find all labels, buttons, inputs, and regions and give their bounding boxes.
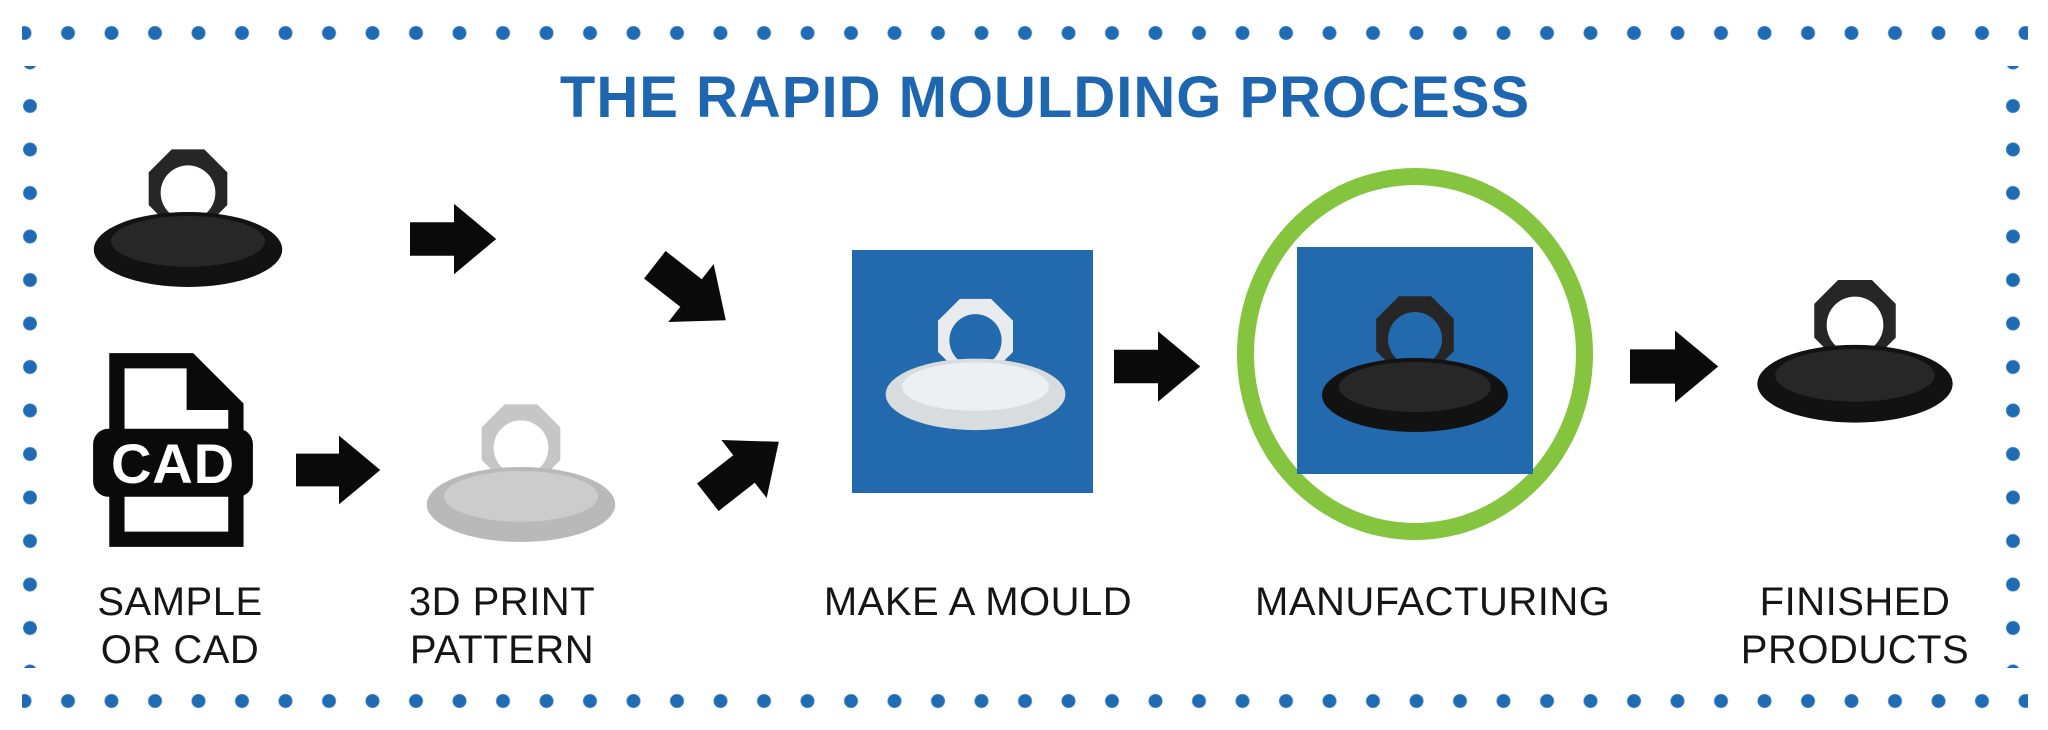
cad-icon-label: CAD — [111, 432, 235, 495]
right-arrow-icon — [410, 197, 498, 281]
dotted-border-right — [2006, 66, 2020, 668]
right-arrow-icon — [1630, 324, 1720, 409]
down-right-arrow-icon — [628, 231, 753, 355]
finished-part-image — [1750, 268, 1960, 426]
up-right-arrow-icon — [681, 407, 806, 531]
right-arrow-icon — [1114, 324, 1202, 409]
dotted-border-bottom — [22, 694, 2028, 708]
step-label-finished-products: FINISHED PRODUCTS — [1740, 580, 1970, 672]
step-label-3d-print-pattern: 3D PRINT PATTERN — [408, 580, 596, 672]
dotted-border-left — [23, 66, 37, 668]
right-arrow-icon — [296, 426, 382, 514]
step-label-make-a-mould: MAKE A MOULD — [823, 580, 1133, 624]
dotted-border-top — [22, 26, 2028, 40]
cad-file-icon: CAD — [88, 352, 258, 548]
page-title: THE RAPID MOULDING PROCESS — [559, 65, 1531, 130]
step-label-manufacturing: MANUFACTURING — [1255, 580, 1611, 624]
step-label-sample-or-cad: SAMPLE OR CAD — [97, 580, 263, 672]
mould-part-image — [852, 250, 1093, 493]
manufactured-part-image — [1297, 247, 1533, 474]
sample-part-image — [82, 138, 294, 290]
3d-printed-pattern-image — [418, 393, 624, 545]
